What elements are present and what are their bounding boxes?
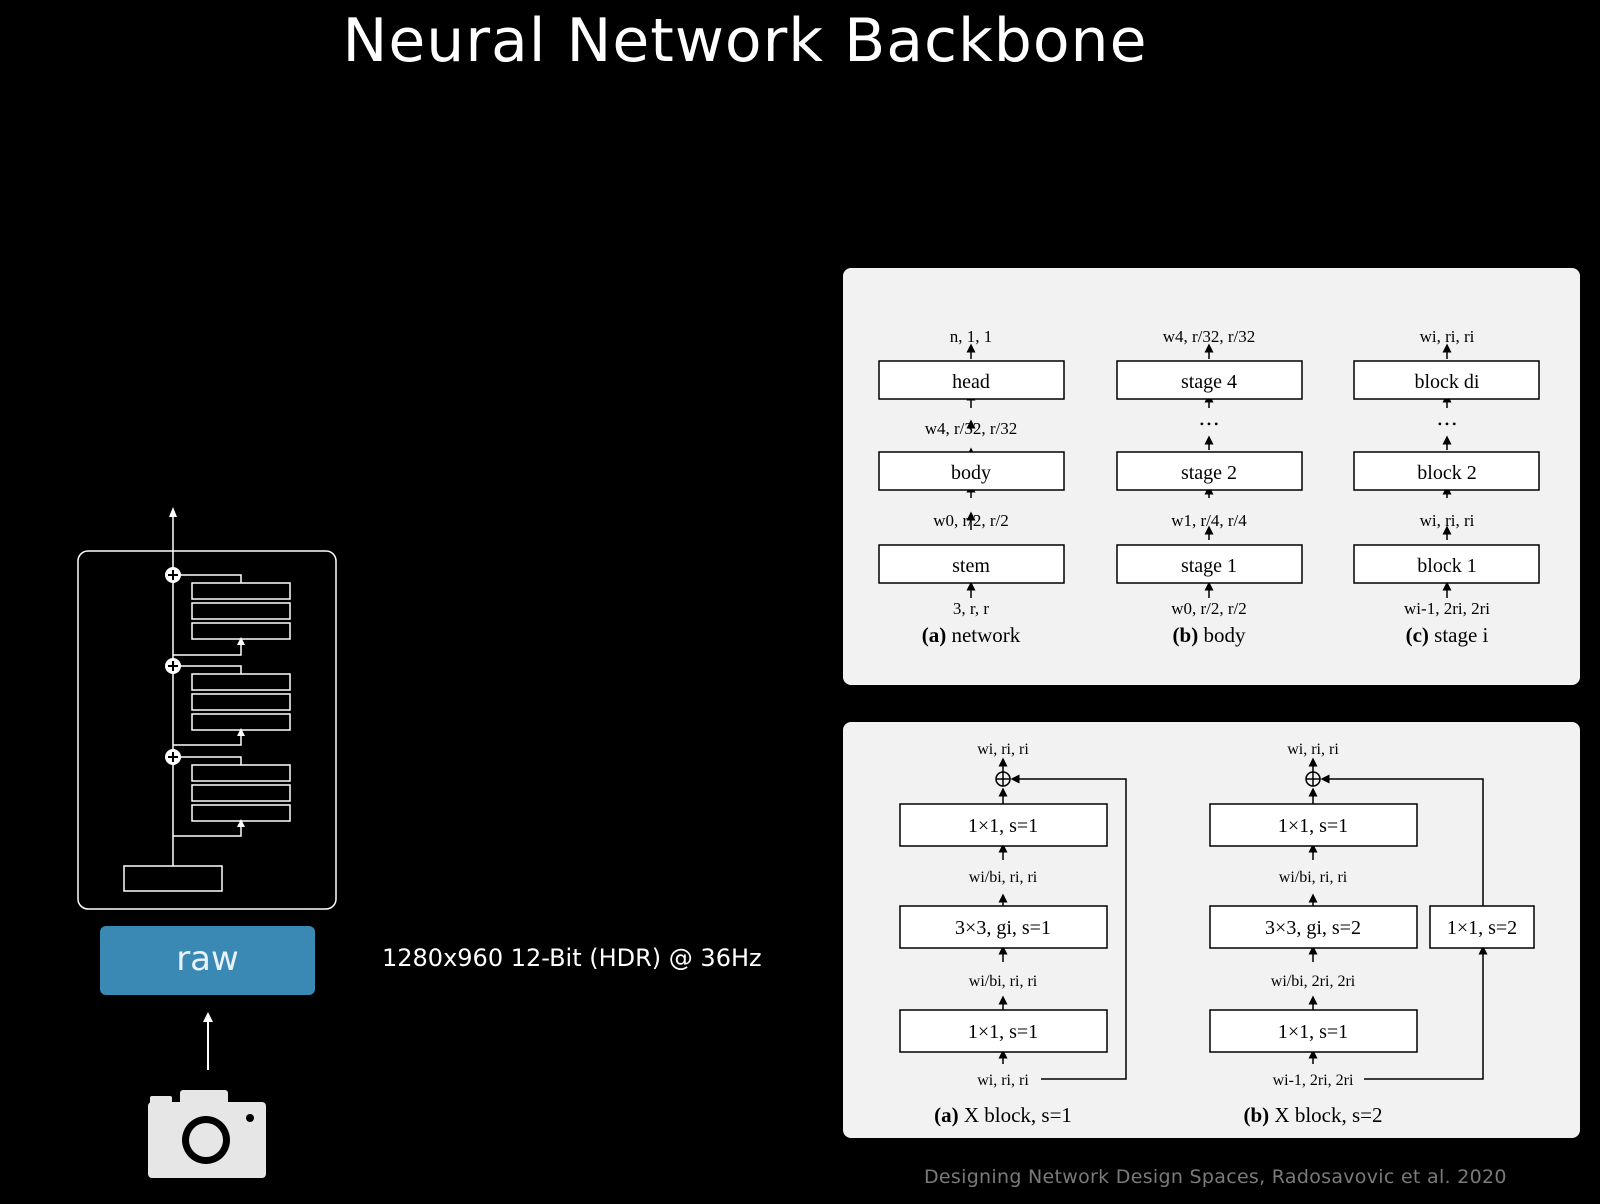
stage-top-label: wi, ri, ri [1420, 327, 1475, 346]
xb-box-2: 3×3, gi, s=2 [1265, 917, 1361, 939]
body-top-label: w4, r/32, r/32 [1163, 327, 1256, 346]
xb-caption: (b) X block, s=2 [1243, 1103, 1382, 1127]
regnet-network-figure: n, 1, 1 head w4, r/32, r/32 body w0, r/2… [843, 268, 1580, 685]
stage-mid2-label: wi, ri, ri [1420, 511, 1475, 530]
xa-caption: (a) X block, s=1 [934, 1103, 1072, 1127]
xa-mid2-label: wi/bi, ri, ri [969, 973, 1038, 990]
xb-bottom-label: wi-1, 2ri, 2ri [1273, 1072, 1354, 1089]
xa-mid1-label: wi/bi, ri, ri [969, 869, 1038, 886]
stage-box-block1: block 1 [1417, 555, 1476, 577]
stage-dots: • • • [1438, 417, 1457, 431]
xb-top-label: wi, ri, ri [1287, 741, 1339, 758]
body-mid2-label: w1, r/4, r/4 [1171, 511, 1247, 530]
camera-arrow [203, 1012, 213, 1070]
residual-stack-diagram [77, 507, 337, 910]
net-box-body: body [951, 462, 991, 484]
stage-box-block2: block 2 [1417, 462, 1476, 484]
raw-input-box: raw [100, 926, 315, 995]
camera-icon [148, 1090, 266, 1178]
net-top-label: n, 1, 1 [950, 327, 993, 346]
xb-mid2-label: wi/bi, 2ri, 2ri [1271, 973, 1356, 990]
body-dots: • • • [1200, 417, 1219, 431]
body-caption: (b) body [1173, 623, 1246, 647]
net-box-stem: stem [952, 555, 990, 577]
xb-box-3: 1×1, s=1 [1278, 1021, 1348, 1043]
xa-box-2: 3×3, gi, s=1 [955, 917, 1051, 939]
net-box-head: head [952, 371, 990, 393]
body-box-stage2: stage 2 [1181, 462, 1237, 484]
camera-spec-text: 1280x960 12-Bit (HDR) @ 36Hz [382, 944, 762, 972]
xa-top-label: wi, ri, ri [977, 741, 1029, 758]
xb-box-1: 1×1, s=1 [1278, 815, 1348, 837]
stage-box-block-di: block di [1415, 371, 1480, 393]
body-box-stage1: stage 1 [1181, 555, 1237, 577]
net-mid1-label: w4, r/32, r/32 [925, 419, 1018, 438]
net-mid2-label: w0, r/2, r/2 [933, 511, 1009, 530]
citation-text: Designing Network Design Spaces, Radosav… [924, 1166, 1507, 1188]
xa-box-1: 1×1, s=1 [968, 815, 1038, 837]
net-bottom-label: 3, r, r [953, 599, 989, 618]
stage-caption: (c) stage i [1406, 623, 1489, 647]
net-caption: (a) network [922, 623, 1021, 647]
stage-bottom-label: wi-1, 2ri, 2ri [1404, 599, 1490, 618]
slide-title: Neural Network Backbone [342, 6, 1148, 76]
regnet-x-block-figure: wi, ri, ri 1×1, s=1 wi/bi, ri, ri 3×3, g… [843, 722, 1580, 1138]
xa-bottom-label: wi, ri, ri [977, 1072, 1029, 1089]
xa-box-3: 1×1, s=1 [968, 1021, 1038, 1043]
xb-shortcut-box: 1×1, s=2 [1447, 917, 1517, 939]
body-bottom-label: w0, r/2, r/2 [1171, 599, 1247, 618]
xb-mid1-label: wi/bi, ri, ri [1279, 869, 1348, 886]
body-box-stage4: stage 4 [1181, 371, 1237, 393]
